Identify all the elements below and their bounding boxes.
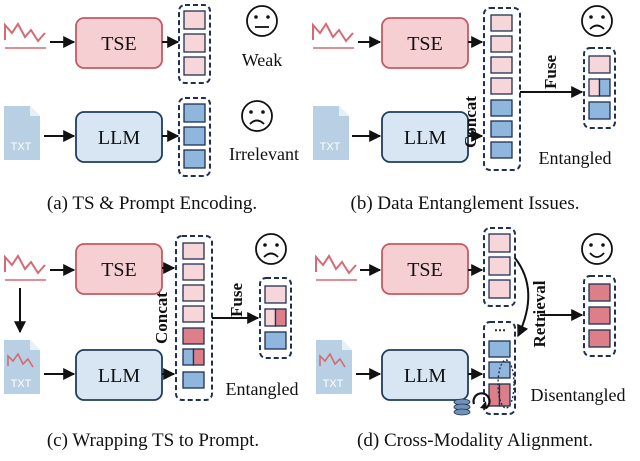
timeseries-wave-icon — [4, 22, 46, 43]
panel-a: TSE Weak TXT LLM Irrelevant (a) — [4, 4, 299, 214]
fuse-label: Fuse — [227, 283, 246, 317]
llm-label: LLM — [404, 127, 446, 149]
caption-c: (c) Wrapping TS to Prompt. — [47, 430, 259, 451]
entangled-label: Entangled — [226, 379, 299, 399]
sad-face-icon — [255, 233, 287, 265]
aligned-embedding-group — [583, 275, 616, 357]
entangled-label: Entangled — [539, 148, 612, 168]
panel-d: TSE TXT LLM ⋯ Ret — [315, 227, 626, 451]
svg-text:⋯: ⋯ — [494, 323, 506, 337]
fuse-label: Fuse — [541, 55, 560, 89]
irrelevant-label: Irrelevant — [229, 144, 299, 164]
database-icon — [453, 398, 471, 416]
txt-document-icon: TXT — [313, 106, 349, 160]
caption-b: (b) Data Entanglement Issues. — [351, 193, 580, 214]
fused-embedding-group — [259, 277, 292, 359]
panel-c: TSE TXT LLM Concat Fuse — [4, 233, 299, 451]
caption-d: (d) Cross-Modality Alignment. — [357, 430, 593, 451]
concat-embedding-group — [175, 235, 213, 401]
svg-text:TXT: TXT — [11, 141, 32, 153]
disentangled-label: Disentangled — [531, 385, 626, 405]
txt-document-icon: TXT — [316, 340, 352, 394]
llm-label: LLM — [98, 365, 140, 387]
txt-document-icon: TXT — [4, 106, 40, 160]
timeseries-wave-icon — [315, 254, 357, 275]
neutral-face-icon — [246, 5, 278, 37]
tse-label: TSE — [407, 33, 443, 55]
concat-label: Concat — [461, 96, 480, 148]
tse-label: TSE — [101, 33, 137, 55]
text-embedding-group — [483, 321, 516, 415]
svg-text:TXT: TXT — [320, 141, 341, 153]
concat-embedding-group — [483, 7, 521, 171]
llm-label: LLM — [98, 127, 140, 149]
sad-face-icon — [581, 5, 613, 37]
happy-face-icon — [581, 233, 613, 265]
weak-label: Weak — [242, 50, 283, 70]
tse-label: TSE — [101, 259, 137, 281]
timeseries-wave-icon — [312, 22, 354, 43]
sad-face-icon — [241, 100, 273, 132]
llm-label: LLM — [404, 365, 446, 387]
refresh-cycle-icon — [472, 392, 491, 409]
svg-text:TXT: TXT — [11, 378, 32, 390]
svg-text:TXT: TXT — [323, 378, 344, 390]
ts-embedding-group — [178, 4, 211, 84]
fused-embedding-group — [583, 47, 616, 129]
text-embedding-group — [178, 97, 211, 177]
txt-document-icon: TXT — [4, 340, 40, 394]
tse-label: TSE — [407, 259, 443, 281]
caption-a: (a) TS & Prompt Encoding. — [47, 193, 257, 214]
panel-b: TSE TXT LLM Concat Fuse Entang — [312, 5, 616, 214]
retrieval-label: Retrieval — [530, 280, 549, 347]
timeseries-wave-icon — [4, 254, 46, 275]
ts-embedding-group — [483, 227, 516, 307]
concat-label: Concat — [152, 292, 171, 344]
